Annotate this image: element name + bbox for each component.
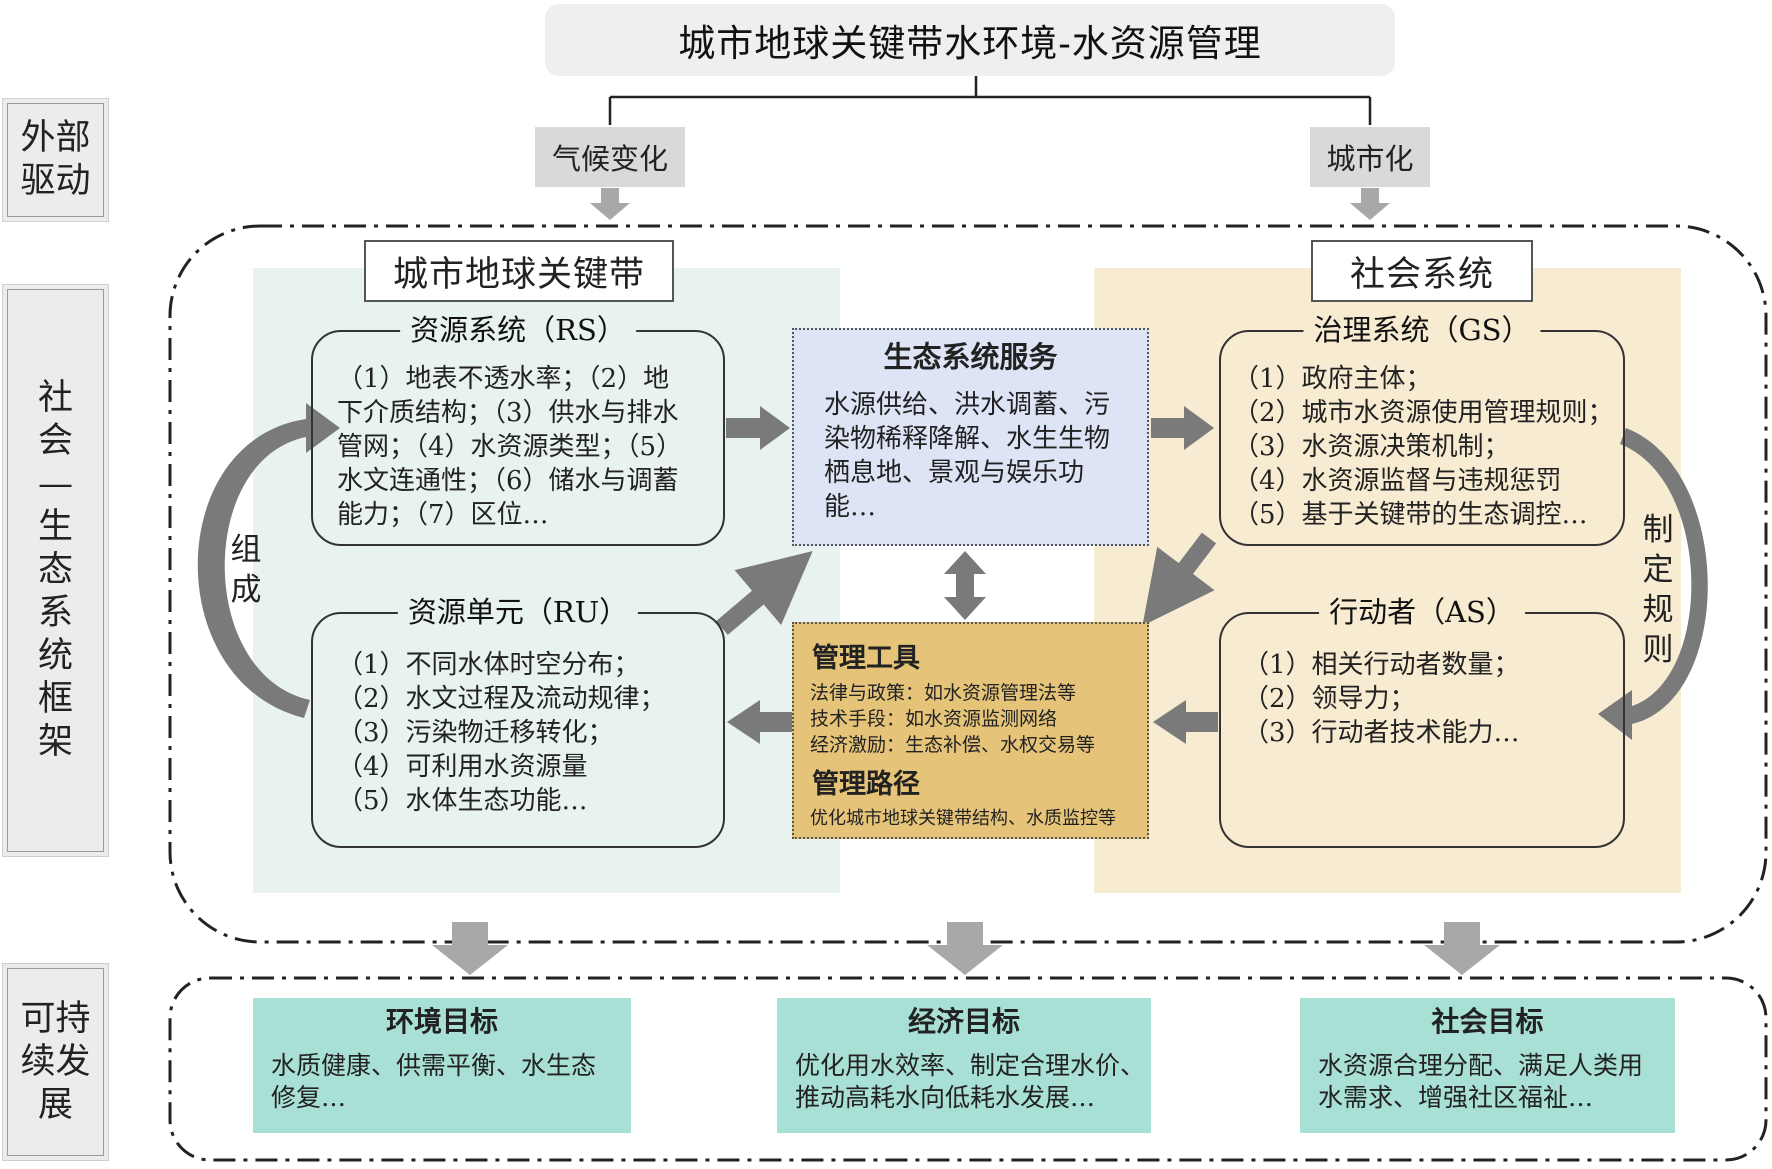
management-tool-item: 法律与政策：如水资源管理法等	[810, 682, 1077, 704]
external-driver-text: 外部驱动	[20, 118, 91, 201]
goal-line: 水需求、增强社区福祉…	[1318, 1083, 1594, 1112]
gs-line: （3）水资源决策机制；	[1233, 432, 1510, 462]
critical-zone-label: 城市地球关键带	[364, 240, 674, 302]
driver-arrows	[590, 188, 1390, 220]
social-goal-box: 社会目标 水资源合理分配、满足人类用 水需求、增强社区福祉…	[1300, 998, 1675, 1133]
as-line: （1）相关行动者数量；	[1243, 650, 1520, 680]
arrow-gs-to-mgmt	[1142, 532, 1217, 626]
arrow-eco-to-gs	[1151, 406, 1214, 450]
rs-line: 管网；（4）水资源类型；（5）	[337, 432, 683, 462]
goal-line: 优化用水效率、制定合理水价、	[795, 1051, 1146, 1080]
sustainable-frame	[168, 976, 1768, 1162]
management-path-title: 管理路径	[812, 769, 920, 800]
economic-goal-box: 经济目标 优化用水效率、制定合理水价、 推动高耗水向低耗水发展…	[777, 998, 1151, 1133]
social-system-label: 社会系统	[1311, 240, 1533, 302]
actors-box: 行动者（AS） （1）相关行动者数量； （2）领导力； （3）行动者技术能力…	[1219, 592, 1625, 848]
urbanization-box: 城市化	[1310, 127, 1430, 187]
ecosystem-services-text: 水源供给、洪水调蓄、污染物稀释降解、水生生物栖息地、景观与娱乐功能…	[824, 390, 1111, 522]
resource-unit-title: 资源单元（RU）	[397, 592, 639, 632]
ru-line: （4）可利用水资源量	[337, 752, 588, 782]
climate-change-box: 气候变化	[535, 127, 685, 187]
ru-line: （5）水体生态功能…	[337, 786, 588, 816]
goal-line: 水资源合理分配、满足人类用	[1318, 1051, 1644, 1080]
sustainable-text: 可持续发展	[20, 998, 91, 1125]
rs-line: 能力；（7）区位…	[337, 500, 549, 530]
ecosystem-services-box: 生态系统服务 水源供给、洪水调蓄、污染物稀释降解、水生生物栖息地、景观与娱乐功能…	[792, 328, 1149, 546]
rules-arc	[1598, 428, 1708, 740]
arrow-eco-mgmt	[944, 551, 986, 620]
goal-line: 水质健康、供需平衡、水生态	[271, 1051, 597, 1080]
rs-line: 下介质结构；（3）供水与排水	[337, 398, 679, 428]
environment-goal-title: 环境目标	[385, 1005, 498, 1038]
sustainable-label: 可持续发展	[2, 963, 109, 1161]
compose-arc	[197, 403, 340, 718]
social-goal-title: 社会目标	[1431, 1005, 1544, 1038]
ru-line: （1）不同水体时空分布；	[337, 650, 640, 680]
gs-line: （1）政府主体；	[1233, 364, 1432, 394]
page-title: 城市地球关键带水环境-水资源管理	[545, 4, 1395, 76]
gs-line: （4）水资源监督与违规惩罚	[1233, 466, 1562, 496]
management-tools-title: 管理工具	[812, 643, 920, 674]
management-tool-item: 技术手段：如水资源监测网络	[810, 708, 1058, 730]
flow-arrows	[726, 406, 1218, 744]
as-line: （3）行动者技术能力…	[1243, 718, 1520, 748]
arrow-rs-to-eco	[726, 406, 790, 450]
management-tool-item: 经济激励：生态补偿、水权交易等	[810, 734, 1096, 756]
framework-label: 社会—生态系统框架	[2, 284, 109, 857]
arrow-ru-to-eco	[716, 551, 813, 635]
management-path-text: 优化城市地球关键带结构、水质监控等	[810, 808, 1116, 829]
management-box: 管理工具 法律与政策：如水资源管理法等 技术手段：如水资源监测网络 经济激励：生…	[792, 622, 1149, 839]
rs-line: 水文连通性；（6）储水与调蓄	[337, 466, 679, 496]
compose-label: 组成	[230, 532, 262, 608]
title-connector	[608, 76, 1372, 125]
governance-system-box: 治理系统（GS） （1）政府主体； （2）城市水资源使用管理规则； （3）水资源…	[1219, 310, 1625, 546]
goal-arrows	[432, 922, 1500, 975]
governance-system-title: 治理系统（GS）	[1303, 310, 1541, 350]
gs-line: （5）基于关键带的生态调控…	[1233, 500, 1588, 530]
external-driver-label: 外部驱动	[2, 98, 109, 222]
goal-line: 推动高耗水向低耗水发展…	[795, 1083, 1096, 1112]
rules-label: 制定规则	[1642, 512, 1674, 668]
environment-goal-box: 环境目标 水质健康、供需平衡、水生态 修复…	[253, 998, 631, 1133]
framework-text: 社会—生态系统框架	[37, 378, 73, 762]
actors-title: 行动者（AS）	[1319, 592, 1525, 632]
gs-line: （2）城市水资源使用管理规则；	[1233, 398, 1614, 428]
ru-line: （3）污染物迁移转化；	[337, 718, 614, 748]
resource-unit-box: 资源单元（RU） （1）不同水体时空分布； （2）水文过程及流动规律； （3）污…	[311, 592, 725, 848]
goal-line: 修复…	[271, 1083, 347, 1112]
resource-system-title: 资源系统（RS）	[400, 310, 636, 350]
resource-system-box: 资源系统（RS） （1）地表不透水率；（2）地 下介质结构；（3）供水与排水 管…	[311, 310, 725, 546]
ru-line: （2）水文过程及流动规律；	[337, 684, 666, 714]
as-line: （2）领导力；	[1243, 684, 1416, 714]
arrow-as-to-mgmt	[1153, 700, 1218, 744]
rs-line: （1）地表不透水率；（2）地	[337, 364, 670, 394]
arrow-mgmt-to-ru	[727, 700, 792, 744]
ecosystem-services-title: 生态系统服务	[883, 340, 1058, 374]
economic-goal-title: 经济目标	[907, 1005, 1020, 1038]
